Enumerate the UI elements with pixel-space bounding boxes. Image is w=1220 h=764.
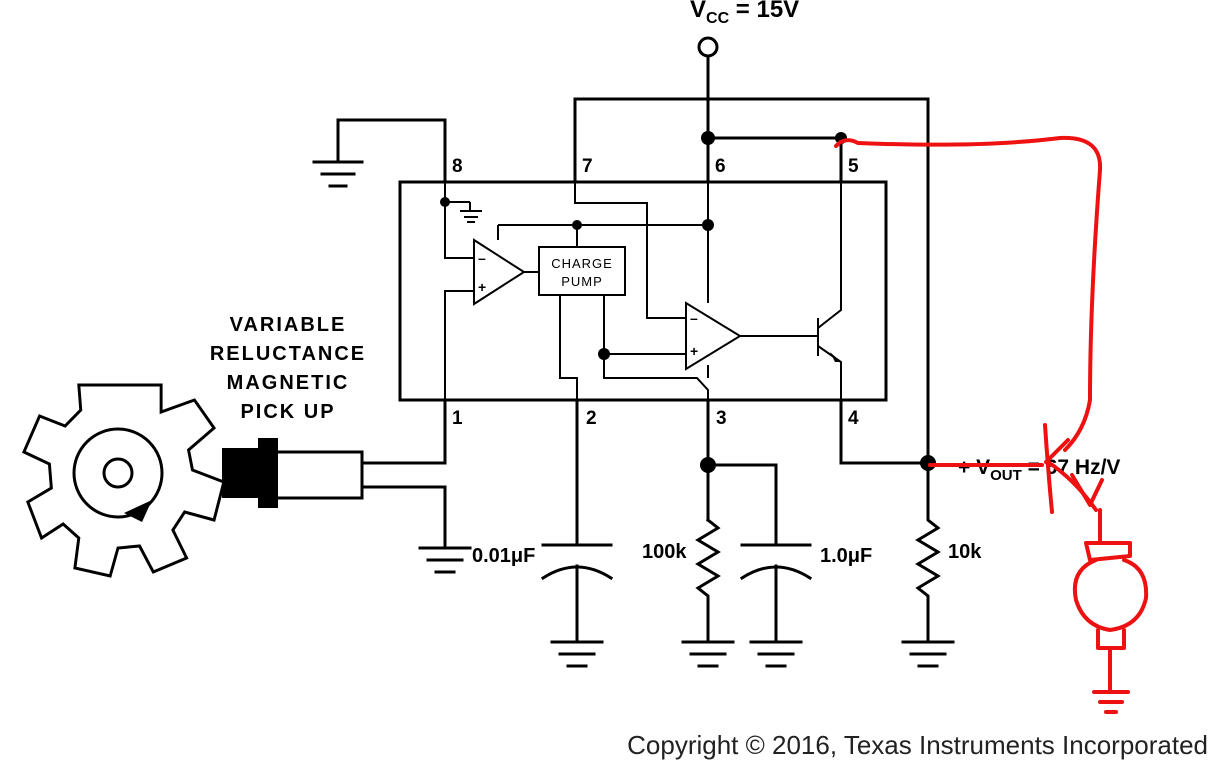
junction-rail-mid: [572, 220, 582, 230]
ground-symbol-res100k: [681, 640, 735, 668]
pin-2-label: 2: [586, 408, 597, 429]
pickup-label-3: MAGNETIC: [227, 372, 350, 394]
pickup-wire-bottom: [360, 485, 447, 547]
pin-8-label: 8: [452, 156, 463, 177]
pickup-label-4: PICK UP: [240, 401, 335, 423]
input-opamp-minus: –: [478, 250, 486, 266]
pickup-wire-top: [360, 398, 447, 465]
pin-1-label: 1: [452, 408, 463, 429]
res-10k-label: 10k: [948, 541, 982, 563]
ic-internal-wiring: [444, 182, 842, 400]
ground-symbol-res10k: [901, 640, 955, 668]
copyright-text: Copyright © 2016, Texas Instruments Inco…: [627, 730, 1208, 760]
output-label: + VOUT = 67 Hz/V: [958, 456, 1120, 484]
ground-symbol-cap1uF: [749, 640, 803, 668]
junction-rail-right: [702, 219, 714, 231]
resistor-100k: [695, 517, 721, 642]
junction-pin8-internal: [440, 197, 450, 207]
comparator-minus: –: [690, 310, 698, 326]
junction-pin3: [700, 457, 716, 473]
pickup-label-1: VARIABLE: [230, 314, 347, 336]
cap-pin2-label: 0.01μF: [472, 545, 535, 567]
charge-pump-label-2: PUMP: [561, 274, 603, 289]
pin-4-label: 4: [848, 408, 859, 429]
comparator-opamp: [685, 301, 742, 371]
ground-symbol-pin2: [550, 640, 604, 668]
ground-symbol-pin8: [312, 160, 364, 188]
pin-6-label: 6: [715, 156, 726, 177]
cap-1uF-label: 1.0μF: [820, 545, 872, 567]
gear-icon: [21, 383, 226, 578]
pin-3-label: 3: [716, 408, 727, 429]
vcc-terminal: [697, 36, 719, 140]
magnetic-pickup: [222, 438, 364, 508]
capacitor-pin2: [540, 398, 614, 642]
comparator-plus: +: [690, 343, 698, 359]
input-opamp-plus: +: [478, 279, 486, 295]
vcc-label: VCC = 15V: [690, 0, 799, 27]
pin-7-label: 7: [582, 156, 593, 177]
ground-symbol-pickup: [418, 546, 472, 574]
top-rail-wiring: [336, 97, 930, 465]
capacitor-1uF: [739, 543, 813, 642]
red-annotation-overlay: [834, 135, 1149, 714]
charge-pump-label-1: CHARGE: [551, 256, 613, 271]
pin4-output-wire: [839, 398, 930, 465]
res-100k-label: 100k: [642, 541, 687, 563]
pin-5-label: 5: [848, 156, 859, 177]
charge-pump-block: [538, 246, 626, 296]
ic-package-outline: [398, 180, 888, 402]
junction-comparator-plus: [598, 348, 610, 360]
resistor-10k: [915, 461, 941, 642]
pickup-label-2: RELUCTANCE: [210, 343, 366, 365]
junction-vcc: [701, 131, 715, 145]
input-opamp: [473, 238, 526, 306]
